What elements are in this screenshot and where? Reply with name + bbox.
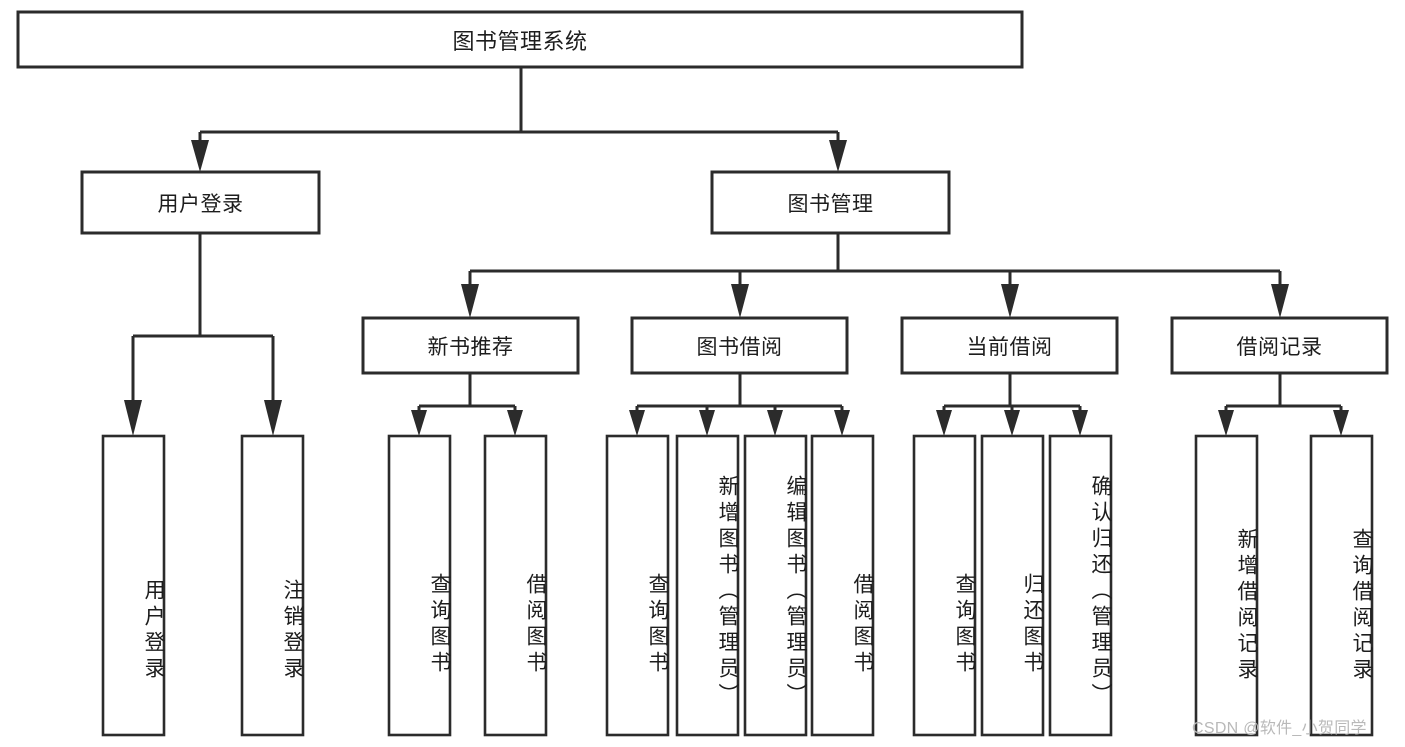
connector-bookborrow-to-leaves xyxy=(629,373,850,436)
node-box-leaf-query-book-3[interactable] xyxy=(912,434,977,737)
connector-bookmgmt-to-level2 xyxy=(461,233,1289,318)
node-box-current-borrow[interactable] xyxy=(900,316,1119,375)
node-box-leaf-query-book-2[interactable] xyxy=(605,434,670,737)
node-box-new-book-recommend[interactable] xyxy=(361,316,580,375)
node-box-borrow-record[interactable] xyxy=(1170,316,1389,375)
csdn-watermark: CSDN @软件_小贺同学 xyxy=(1192,720,1367,737)
node-box-book-management[interactable] xyxy=(710,170,951,235)
node-box-leaf-borrow-book-1[interactable] xyxy=(483,434,548,737)
node-box-leaf-edit-book[interactable] xyxy=(743,434,808,737)
node-box-leaf-query-book-1[interactable] xyxy=(387,434,452,737)
connector-root-to-level1 xyxy=(191,67,847,172)
node-box-root[interactable] xyxy=(16,10,1024,69)
node-box-leaf-user-login[interactable] xyxy=(101,434,166,737)
node-box-leaf-add-record[interactable] xyxy=(1194,434,1259,737)
node-box-leaf-add-book[interactable] xyxy=(675,434,740,737)
node-box-leaf-query-record[interactable] xyxy=(1309,434,1374,737)
node-box-leaf-confirm-return[interactable] xyxy=(1048,434,1113,737)
connector-newbook-to-leaves xyxy=(411,373,523,436)
node-box-leaf-return-book[interactable] xyxy=(980,434,1045,737)
node-box-leaf-borrow-book-2[interactable] xyxy=(810,434,875,737)
connector-currentborrow-to-leaves xyxy=(936,373,1088,436)
connector-userlogin-to-leaves xyxy=(124,233,282,436)
node-box-book-borrow[interactable] xyxy=(630,316,849,375)
connector-borrowrecord-to-leaves xyxy=(1218,373,1349,436)
node-box-leaf-user-logout[interactable] xyxy=(240,434,305,737)
node-box-user-login[interactable] xyxy=(80,170,321,235)
